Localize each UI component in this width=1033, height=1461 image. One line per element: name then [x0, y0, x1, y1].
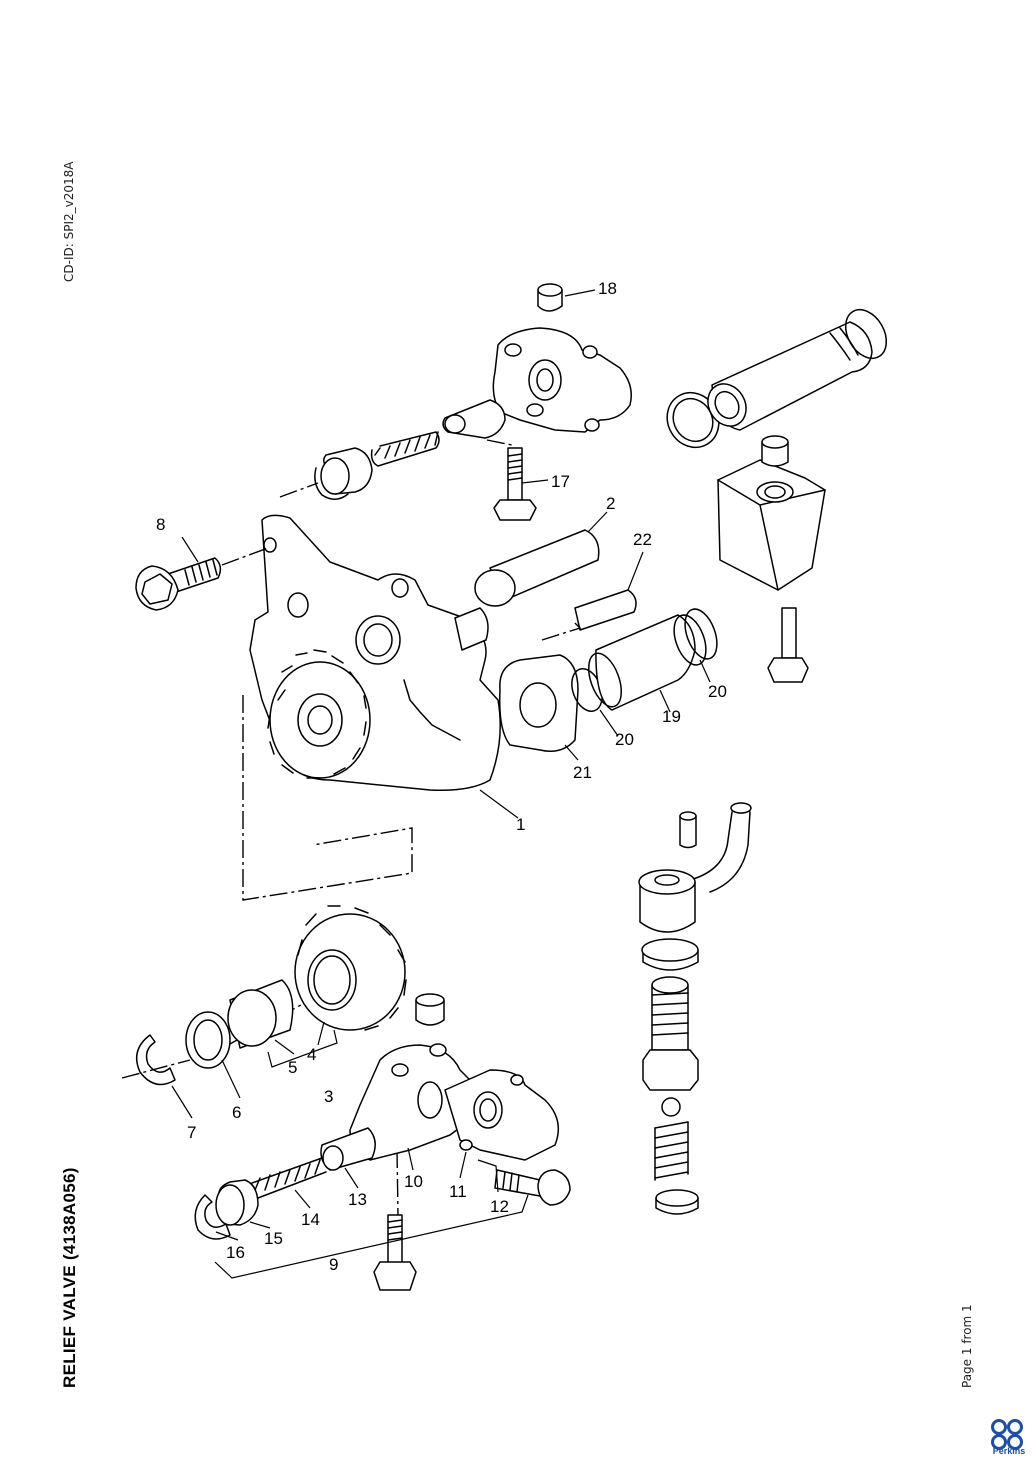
- callout-4: 4: [307, 1045, 316, 1064]
- pump-body-1: [249, 514, 501, 792]
- upper-valve-housing: [442, 327, 632, 439]
- cap-18: [537, 283, 563, 312]
- callout-9: 9: [329, 1255, 338, 1274]
- callout-1: 1: [516, 815, 525, 834]
- circlip-16: [194, 1194, 231, 1240]
- callout-17: 17: [551, 472, 570, 491]
- callout-21: 21: [573, 763, 592, 782]
- bolt-12: [494, 1169, 571, 1206]
- bolt-8: [135, 557, 222, 611]
- valve-19-assembly: [571, 589, 718, 712]
- gasket-21: [498, 654, 579, 752]
- brand-name: Perkins: [992, 1446, 1026, 1456]
- callout-15: 15: [264, 1229, 283, 1248]
- callout-12: 12: [490, 1197, 509, 1216]
- banjo-stack: [638, 802, 752, 1215]
- callout-6: 6: [232, 1103, 241, 1122]
- callout-10: 10: [404, 1172, 423, 1191]
- callout-18: 18: [598, 279, 617, 298]
- callout-22: 22: [633, 530, 652, 549]
- callout-11: 11: [449, 1182, 467, 1201]
- dowel-2: [454, 529, 600, 651]
- washer-6: [185, 1011, 231, 1069]
- gear-4: [294, 905, 407, 1031]
- perkins-logo-icon: [991, 1419, 1023, 1450]
- callout-20b: 20: [615, 730, 634, 749]
- block-fitting: [717, 435, 826, 683]
- callout-7: 7: [187, 1123, 196, 1142]
- callout-13: 13: [348, 1190, 367, 1209]
- callout-14: 14: [301, 1210, 320, 1229]
- bracket-9: [214, 1194, 529, 1279]
- spring-17-area: [314, 431, 440, 500]
- callout-20a: 20: [708, 682, 727, 701]
- bushing-5: [227, 979, 294, 1049]
- plug-top: [415, 993, 445, 1026]
- callout-3: 3: [324, 1087, 333, 1106]
- bolt-17: [493, 447, 537, 521]
- leader-lines: [171, 289, 711, 1241]
- bracket-3: [267, 1029, 338, 1068]
- lower-valve-housing-10: [320, 1043, 560, 1171]
- callout-19: 19: [662, 707, 681, 726]
- bolt-lower: [373, 1214, 417, 1291]
- tube-assembly: [666, 309, 888, 449]
- circlip-7: [135, 1034, 176, 1086]
- callout-2: 2: [606, 494, 615, 513]
- callout-16: 16: [226, 1243, 245, 1262]
- callout-8: 8: [156, 515, 165, 534]
- callout-5: 5: [288, 1058, 297, 1077]
- spring-14: [251, 1157, 327, 1199]
- cap-15: [215, 1179, 259, 1226]
- callout-labels: 18 17 8 2 22 20 19 20 21 1 4 5 3 6 7 10 …: [156, 279, 727, 1274]
